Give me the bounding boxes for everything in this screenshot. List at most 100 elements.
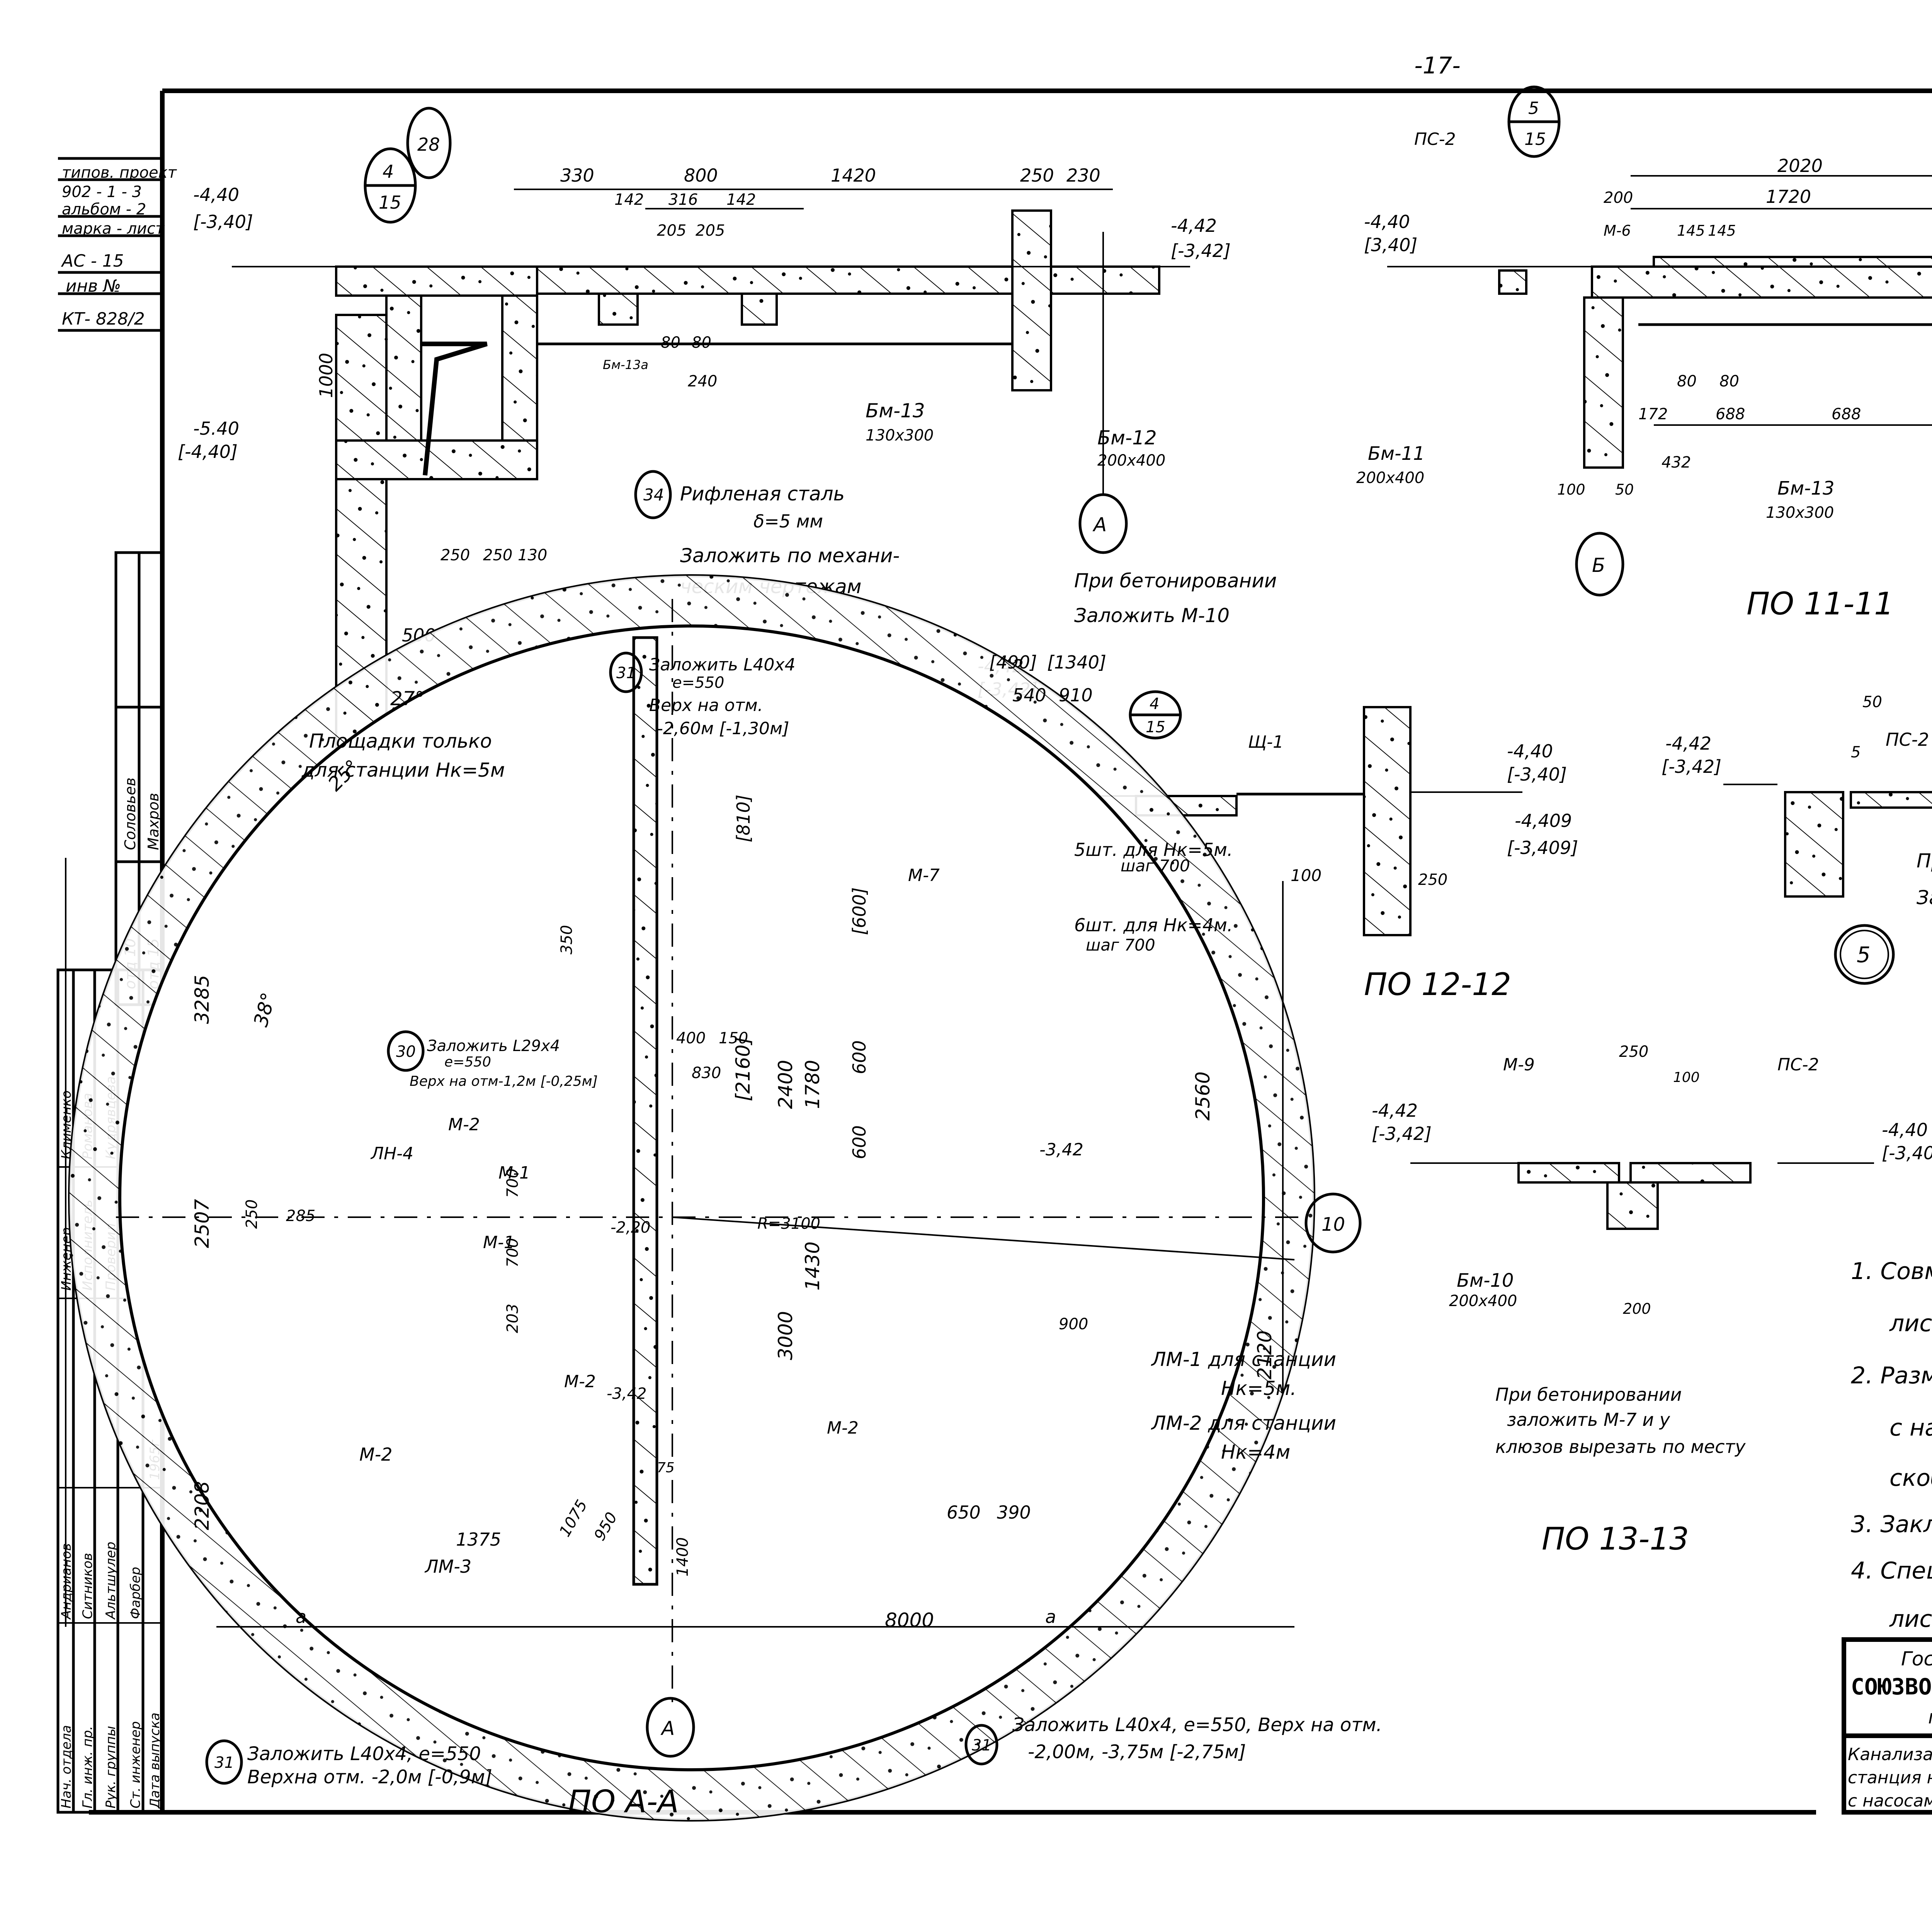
name-cell: Махров (145, 793, 162, 850)
section-title: ПО 11-11 (1747, 586, 1894, 622)
label-bm12-size: 200x400 (1097, 452, 1165, 469)
callout-4-15: 4 15 (364, 147, 417, 224)
level-mark: -4,40 (1364, 211, 1410, 232)
dim: 285 (286, 1207, 315, 1225)
stamp-row: альбом - 2 (62, 201, 146, 218)
label-platforms: Площадки только (309, 730, 492, 752)
label-lm1: Нк=5м. (1221, 1377, 1296, 1400)
label-bm12: Бм-12 (1097, 427, 1157, 449)
svg-text:15: 15 (379, 192, 401, 213)
dim: 250 (243, 1199, 261, 1229)
svg-text:Б: Б (1592, 554, 1605, 577)
svg-text:5: 5 (1857, 942, 1871, 968)
dim: 250 (483, 546, 512, 564)
org-name: Госстрой СССР (1901, 1648, 1932, 1670)
dim: 600 (849, 1125, 870, 1159)
level-mark: [-3,42] (1171, 240, 1231, 261)
svg-text:31: 31 (214, 1754, 234, 1772)
label-lm4: ЛН-4 (370, 1144, 413, 1163)
dim: 230 (1066, 165, 1100, 186)
level-mark: [3,40] (1364, 235, 1417, 255)
signer-name: Фарбер (128, 1567, 143, 1619)
svg-text:5: 5 (1528, 99, 1539, 118)
dim: 1400 (674, 1537, 692, 1577)
project-name: Канализационная насосная (1848, 1745, 1932, 1764)
svg-text:4: 4 (1150, 695, 1159, 713)
svg-text:А: А (660, 1717, 675, 1740)
dim: 80 (1677, 373, 1697, 390)
dim: 2400 (774, 1060, 797, 1109)
note-line: лист АС-18. (1889, 1606, 1932, 1633)
dim: [810] (733, 794, 754, 842)
dim: 250 (440, 546, 470, 564)
dim: 203 (504, 1304, 522, 1333)
level-mark: -5.40 (193, 418, 239, 439)
level-mark: -4,409 (1515, 810, 1572, 831)
label-c31: -2,00м, -3,75м [-2,75м] (1028, 1741, 1246, 1763)
label-m2: М-2 (448, 1115, 480, 1135)
level-mark: -4,42 (1665, 733, 1711, 754)
dim: 910 (1059, 685, 1093, 706)
dim: 80 (661, 334, 680, 352)
dim: 145 (1708, 222, 1736, 239)
dim: 250 (1020, 165, 1054, 186)
label-platforms: для станции Нк=5м (301, 759, 505, 781)
svg-text:15: 15 (1146, 718, 1165, 736)
dim: 2560 (1192, 1072, 1214, 1121)
stamp-row: марка - лист (62, 220, 165, 238)
level-mark: -4,40 (1882, 1119, 1928, 1140)
dim: 700 (504, 1169, 522, 1198)
svg-text:А: А (1092, 514, 1107, 536)
signer-name: Ситников (80, 1553, 95, 1619)
callout-34: 34 (634, 470, 672, 519)
title-block: Госстрой СССР СОЮЗВОДОКАНАЛПРОЕКТ г. Мос… (1842, 1637, 1932, 1815)
dim: 800 (684, 165, 718, 186)
label-pcs: шаг 700 (1086, 936, 1155, 954)
project-name: с насосами 2½НФ или 4НФ (1848, 1791, 1932, 1811)
label-ps2: ПС-2 (1886, 729, 1929, 750)
axis-a-label: a (1045, 1606, 1056, 1627)
angle-label: 27° (390, 687, 425, 710)
label-pcs: 5шт. для Нк=5м. (1074, 839, 1233, 860)
dim: [2160] (732, 1037, 754, 1101)
dim: 1000 (316, 353, 337, 398)
label-m2: М-2 (827, 1418, 859, 1438)
label-c31: -2,60м [-1,30м] (657, 719, 789, 738)
note-line: 2. Размеры в круглых скобках даны для ст… (1851, 1362, 1932, 1389)
dim: 688 (1716, 405, 1745, 423)
label-bm13-size: 130x300 (866, 427, 934, 444)
dim: 2020 (1777, 155, 1823, 176)
label-pcs: шаг 700 (1121, 856, 1190, 875)
notes: Примечания: 1. Совместно с данным листам… (1851, 1258, 1932, 1633)
dim: [600] (849, 887, 870, 935)
dim: 100 (1291, 866, 1321, 885)
signer-role: Гл. инж. пр. (80, 1726, 95, 1808)
dim: 205 (657, 222, 686, 240)
label-c31: Заложить L40х4 (649, 655, 796, 675)
label-note: Заложить М-10 (1074, 604, 1230, 627)
dim: [490] (989, 652, 1037, 673)
label-radius: R=3100 (757, 1215, 820, 1233)
dim: 50 (1862, 693, 1882, 711)
axis-marker-a: А (1078, 232, 1128, 554)
level-mark: [-3,409] (1507, 837, 1578, 858)
label-note: При бетонировании (1074, 570, 1277, 592)
callout-31-bottom-left: 31 (205, 1739, 243, 1785)
dim: 1375 (456, 1529, 501, 1550)
label-m7: М-7 (908, 866, 940, 885)
project-name: станция на 3 агрегата (1848, 1768, 1932, 1788)
signer-role: Нач. отдела (59, 1725, 74, 1808)
dim: 200 (1604, 189, 1633, 207)
note-line: 1. Совместно с данным листам смотрите (1851, 1258, 1932, 1285)
dim: 432 (1662, 454, 1691, 471)
section-12-12: При бетонировании Заложить М-10 Щ-1 4 15… (978, 570, 1578, 1002)
signer-role: Рук. группы (103, 1726, 119, 1808)
label-pcs: 6шт. для Нк=4м. (1074, 915, 1233, 936)
section-title: ПО 13-13 (1542, 1521, 1689, 1557)
callout-28: 28 (406, 107, 452, 179)
stamp-row: 902 - 1 - 3 (62, 183, 142, 201)
dim: 540 (1012, 685, 1046, 706)
note-line: скобках даны для станции с Нк=4м. (1889, 1465, 1932, 1492)
label-m6: М-6 (1604, 222, 1631, 239)
stamp-row: типов. проект (62, 164, 177, 182)
